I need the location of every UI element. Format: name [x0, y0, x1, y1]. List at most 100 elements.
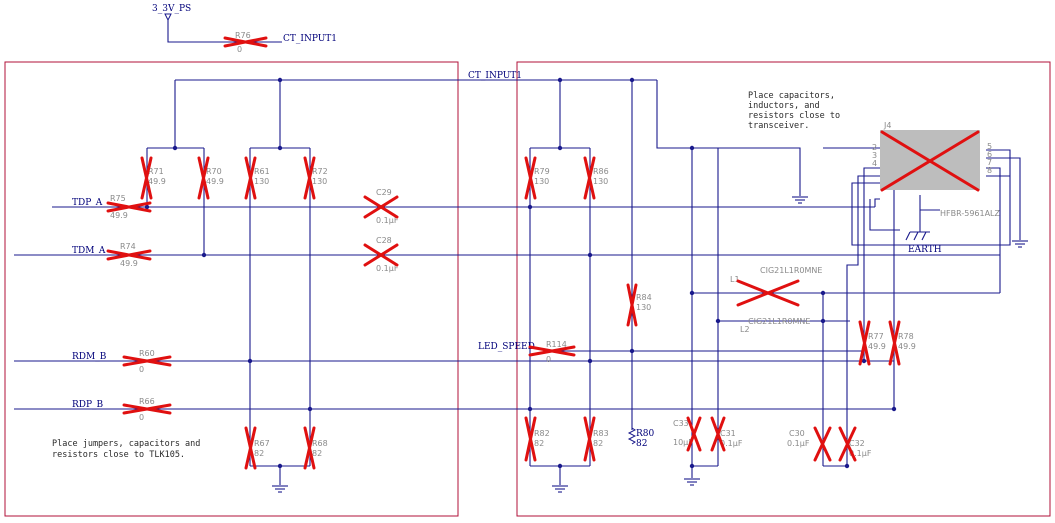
right-note-line-1: Place capacitors,	[748, 91, 835, 101]
rdp-label: RDP_B	[72, 400, 104, 410]
left-section-frame	[4, 61, 459, 517]
svg-text:C30: C30	[789, 429, 805, 438]
svg-text:R114: R114	[546, 340, 567, 349]
svg-text:0.1µF: 0.1µF	[787, 439, 810, 448]
svg-text:82: 82	[593, 439, 603, 448]
resistor-r77: R77 49.9	[858, 320, 886, 366]
svg-text:R68: R68	[312, 439, 328, 448]
capacitor-c33: C33 10µF	[673, 416, 702, 452]
svg-text:130: 130	[254, 177, 269, 186]
power-r76-group: 3_3V_PS CT_INPUT1	[152, 4, 337, 44]
resistor-zigzag-icon	[627, 427, 637, 445]
svg-text:0: 0	[546, 355, 551, 364]
svg-text:R77: R77	[868, 332, 884, 341]
svg-text:82: 82	[312, 449, 322, 458]
earth-icon	[905, 231, 927, 241]
svg-text:R79: R79	[534, 167, 550, 176]
svg-text:R75: R75	[110, 194, 126, 203]
resistor-r75: R75 49.9	[106, 194, 152, 220]
wires	[14, 79, 1021, 485]
svg-text:0.1µF: 0.1µF	[376, 216, 399, 225]
svg-text:C28: C28	[376, 236, 392, 245]
svg-text:0: 0	[139, 413, 144, 422]
ground-icon	[684, 478, 700, 486]
ct-input-top-label: CT_INPUT1	[283, 34, 337, 44]
power-net-label: 3_3V_PS	[152, 4, 191, 14]
svg-text:0: 0	[237, 45, 242, 54]
j4-pin-7: 7	[987, 158, 992, 167]
svg-text:82: 82	[254, 449, 264, 458]
capacitor-c30: C30 0.1µF	[787, 426, 832, 462]
resistor-r68: R68 82	[303, 426, 328, 470]
svg-text:R66: R66	[139, 397, 155, 406]
svg-text:0: 0	[139, 365, 144, 374]
left-note-line-1: Place jumpers, capacitors and	[52, 439, 200, 449]
tdp-label: TDP_A	[72, 198, 103, 208]
resistor-r70: R70 49.9	[197, 156, 224, 200]
svg-text:130: 130	[534, 177, 549, 186]
resistor-r79: R79 130	[524, 156, 550, 200]
ground-icon	[792, 196, 808, 204]
capacitor-c32: C32 0.1µF	[838, 426, 872, 462]
svg-text:49.9: 49.9	[110, 211, 128, 220]
resistor-r76: R76 0	[223, 31, 268, 54]
ground-symbols	[272, 196, 1028, 493]
capacitor-c29: C29 0.1µF	[363, 188, 399, 225]
resistor-r61: R61 130	[244, 156, 270, 200]
svg-text:R86: R86	[593, 167, 609, 176]
right-note-line-4: transceiver.	[748, 121, 809, 131]
svg-text:R84: R84	[636, 293, 652, 302]
svg-text:R76: R76	[235, 31, 251, 40]
svg-text:L2: L2	[740, 325, 750, 334]
svg-text:R78: R78	[898, 332, 914, 341]
svg-text:0.1µF: 0.1µF	[376, 264, 399, 273]
wire-power	[167, 20, 225, 43]
j4-pin-4: 4	[872, 159, 877, 168]
svg-text:49.9: 49.9	[120, 259, 138, 268]
resistor-r67: R67 82	[244, 426, 270, 470]
connector-j4: J4 HFBR-5961ALZ 2 3 4 5 6 7 8	[872, 121, 1001, 218]
svg-text:49.9: 49.9	[868, 342, 886, 351]
j4-pin-6: 6	[987, 150, 992, 159]
ground-icon	[272, 485, 288, 493]
resistor-r74: R74 49.9	[106, 242, 152, 268]
resistor-r114: R114 0	[528, 340, 576, 364]
ground-icon	[552, 485, 568, 493]
resistor-r83: R83 82	[583, 416, 609, 462]
svg-text:L1: L1	[730, 275, 740, 284]
svg-text:C31: C31	[720, 429, 736, 438]
svg-text:C32: C32	[849, 439, 865, 448]
resistor-r71: R71 49.9	[140, 156, 166, 200]
svg-text:130: 130	[636, 303, 651, 312]
rdm-label: RDM_B	[72, 352, 107, 362]
svg-text:0.1µF: 0.1µF	[720, 439, 743, 448]
svg-text:R60: R60	[139, 349, 155, 358]
right-section-frame	[516, 61, 1051, 517]
svg-text:130: 130	[312, 177, 327, 186]
svg-text:10µF: 10µF	[673, 438, 693, 447]
j4-pin-3: 3	[872, 151, 877, 160]
svg-text:130: 130	[593, 177, 608, 186]
capacitor-c28: C28 0.1µF	[363, 236, 399, 273]
inductor-l1-l2: L1 CIG21L1R0MNE L2 CIG21L1R0MNE	[730, 266, 822, 334]
right-note-line-2: inductors, and	[748, 101, 820, 111]
j4-pin-2: 2	[872, 143, 877, 152]
resistor-r80: R80 82	[627, 427, 655, 449]
capacitor-c31: C31 0.1µF	[710, 416, 743, 452]
led-speed-label: LED_SPEED	[478, 342, 535, 352]
earth-label: EARTH	[908, 245, 942, 255]
resistor-r72: R72 130	[303, 156, 328, 200]
svg-text:CIG21L1R0MNE: CIG21L1R0MNE	[748, 317, 810, 326]
j4-ref: J4	[883, 121, 891, 130]
power-arrow-icon	[164, 13, 172, 22]
svg-text:R80: R80	[636, 429, 655, 439]
svg-text:R61: R61	[254, 167, 270, 176]
junction-dots	[144, 77, 897, 469]
ground-icon	[1012, 240, 1028, 248]
ct-input-right-label: CT_INPUT1	[468, 71, 522, 81]
svg-text:49.9: 49.9	[148, 177, 166, 186]
resistor-r86: R86 130	[583, 156, 609, 200]
svg-text:R83: R83	[593, 429, 609, 438]
tdm-label: TDM_A	[72, 246, 106, 256]
